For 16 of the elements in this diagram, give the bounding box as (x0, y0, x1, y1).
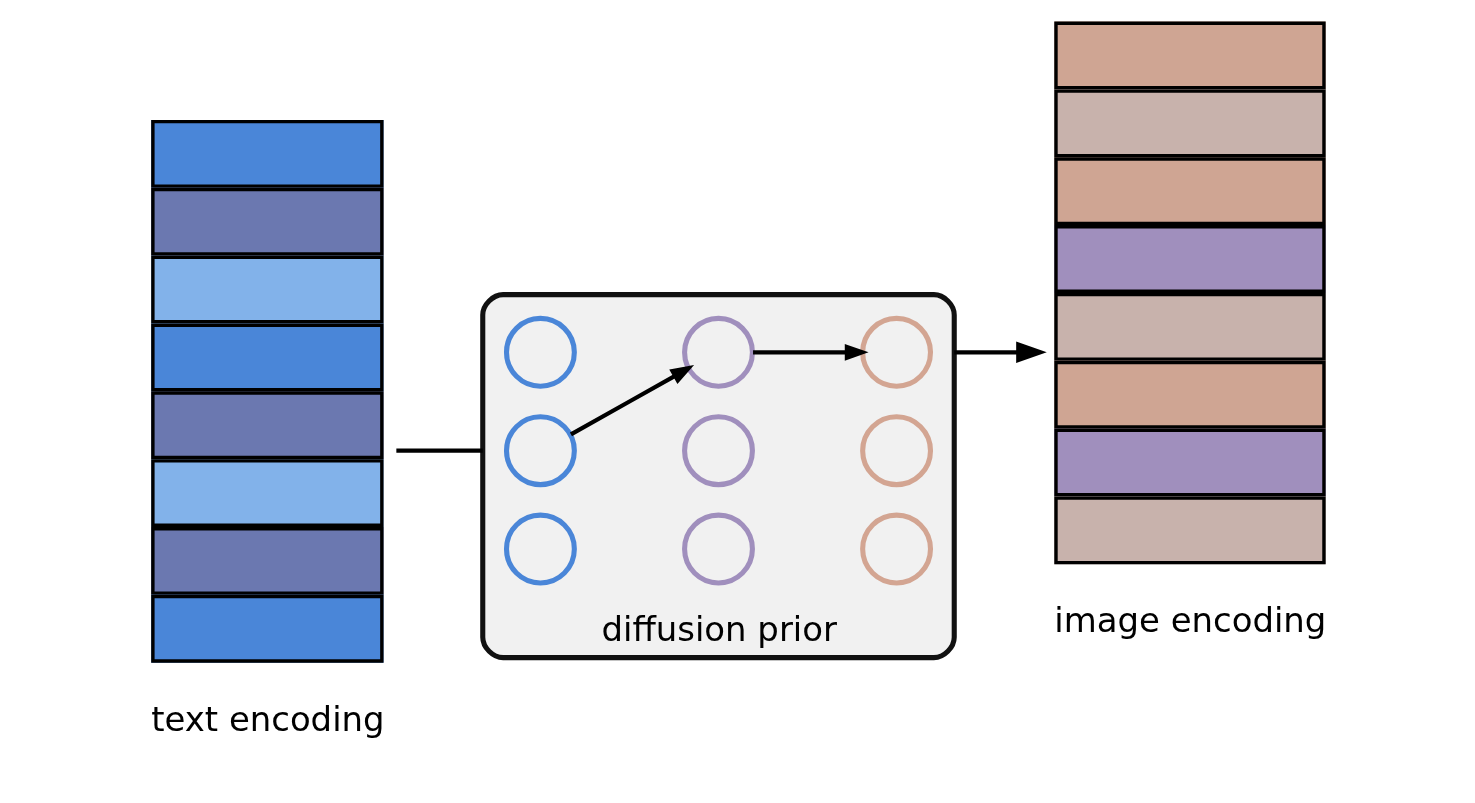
node-circle (859, 512, 933, 586)
node-circle (681, 512, 755, 586)
node-label: image encoding (1053, 601, 1326, 641)
node-circle (859, 414, 933, 488)
node-circle (681, 414, 755, 488)
node-label: text encoding (150, 699, 385, 739)
node-circle (503, 512, 577, 586)
cluster: diffusion prior (479, 292, 957, 661)
arrow (953, 341, 1047, 363)
node-circle (681, 315, 755, 389)
arrow (569, 365, 694, 437)
node-circle (503, 315, 577, 389)
connector (395, 448, 483, 453)
arrow (752, 344, 869, 361)
node-circle (859, 315, 933, 389)
node-circle (503, 414, 577, 488)
